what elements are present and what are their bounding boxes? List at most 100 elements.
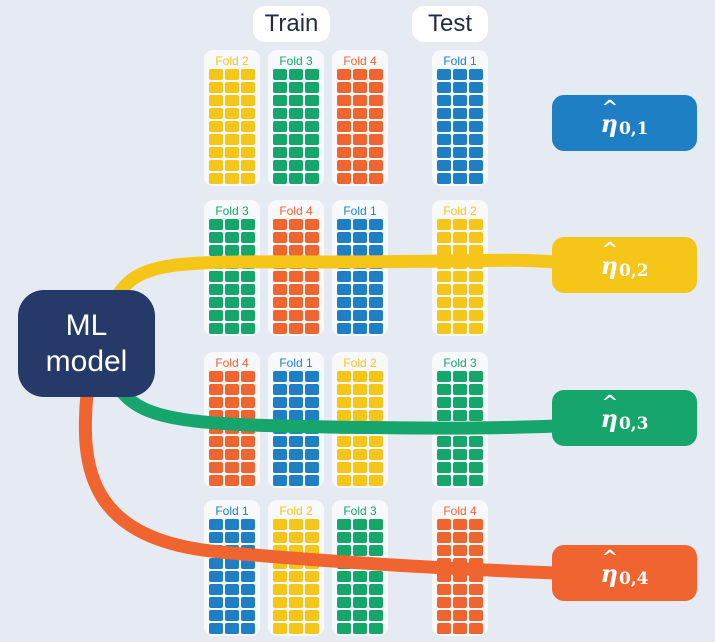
- data-cell: [241, 410, 255, 421]
- data-cell: [273, 297, 287, 308]
- data-cell: [453, 219, 467, 230]
- data-cell: [353, 147, 367, 158]
- data-cell: [453, 410, 467, 421]
- data-cell: [469, 449, 483, 460]
- data-cell: [289, 310, 303, 321]
- data-cell: [369, 219, 383, 230]
- data-cell: [337, 384, 351, 395]
- data-cell: [437, 558, 451, 569]
- data-cell: [225, 134, 239, 145]
- data-cell: [289, 571, 303, 582]
- data-cell: [241, 323, 255, 334]
- data-cell: [353, 584, 367, 595]
- data-cell: [209, 462, 223, 473]
- data-cell: [353, 475, 367, 486]
- data-cell: [453, 532, 467, 543]
- data-cell: [337, 258, 351, 269]
- data-cell: [289, 134, 303, 145]
- data-cell: [289, 82, 303, 93]
- data-cell: [469, 160, 483, 171]
- data-cell: [305, 173, 319, 184]
- data-cell: [305, 82, 319, 93]
- fold-label: Fold 2: [215, 54, 249, 68]
- data-cell: [353, 558, 367, 569]
- data-cell: [437, 323, 451, 334]
- data-cell: [369, 108, 383, 119]
- data-cell: [453, 271, 467, 282]
- data-cell: [337, 475, 351, 486]
- data-cell: [337, 584, 351, 595]
- data-cell: [209, 82, 223, 93]
- data-cell: [453, 558, 467, 569]
- data-cell: [469, 423, 483, 434]
- data-cell: [241, 232, 255, 243]
- data-cell: [369, 82, 383, 93]
- fold-data-grid: [332, 69, 388, 184]
- data-cell: [241, 519, 255, 530]
- data-cell: [209, 558, 223, 569]
- data-cell: [353, 610, 367, 621]
- data-cell: [209, 108, 223, 119]
- data-cell: [453, 134, 467, 145]
- data-cell: [437, 173, 451, 184]
- data-cell: [289, 462, 303, 473]
- data-cell: [209, 623, 223, 634]
- data-cell: [241, 558, 255, 569]
- data-cell: [209, 173, 223, 184]
- data-cell: [305, 384, 319, 395]
- data-cell: [225, 532, 239, 543]
- data-cell: [289, 69, 303, 80]
- data-cell: [289, 545, 303, 556]
- data-cell: [209, 147, 223, 158]
- data-cell: [289, 532, 303, 543]
- data-cell: [241, 597, 255, 608]
- fold-data-grid: [332, 519, 388, 634]
- data-cell: [225, 519, 239, 530]
- data-cell: [225, 284, 239, 295]
- data-cell: [337, 95, 351, 106]
- data-cell: [305, 475, 319, 486]
- data-cell: [369, 410, 383, 421]
- data-cell: [353, 532, 367, 543]
- data-cell: [437, 384, 451, 395]
- data-cell: [369, 475, 383, 486]
- data-cell: [453, 623, 467, 634]
- data-cell: [453, 297, 467, 308]
- data-cell: [289, 371, 303, 382]
- data-cell: [469, 271, 483, 282]
- data-cell: [337, 310, 351, 321]
- data-cell: [273, 160, 287, 171]
- data-cell: [273, 121, 287, 132]
- data-cell: [241, 95, 255, 106]
- data-cell: [437, 423, 451, 434]
- fold-label: Fold 1: [279, 356, 313, 370]
- fold-label: Fold 3: [343, 504, 377, 518]
- data-cell: [469, 397, 483, 408]
- data-cell: [241, 423, 255, 434]
- fold-label: Fold 4: [443, 504, 477, 518]
- data-cell: [241, 310, 255, 321]
- data-cell: [469, 232, 483, 243]
- data-cell: [241, 449, 255, 460]
- data-cell: [453, 423, 467, 434]
- data-cell: [209, 245, 223, 256]
- data-cell: [273, 147, 287, 158]
- data-cell: [305, 323, 319, 334]
- data-cell: [241, 584, 255, 595]
- data-cell: [369, 545, 383, 556]
- data-cell: [225, 245, 239, 256]
- data-cell: [437, 410, 451, 421]
- data-cell: [209, 436, 223, 447]
- data-cell: [273, 519, 287, 530]
- data-cell: [437, 297, 451, 308]
- fold-data-grid: [204, 69, 260, 184]
- data-cell: [241, 462, 255, 473]
- data-cell: [289, 108, 303, 119]
- fold-data-grid: [204, 519, 260, 634]
- data-cell: [273, 384, 287, 395]
- data-cell: [289, 597, 303, 608]
- data-cell: [353, 134, 367, 145]
- data-cell: [241, 371, 255, 382]
